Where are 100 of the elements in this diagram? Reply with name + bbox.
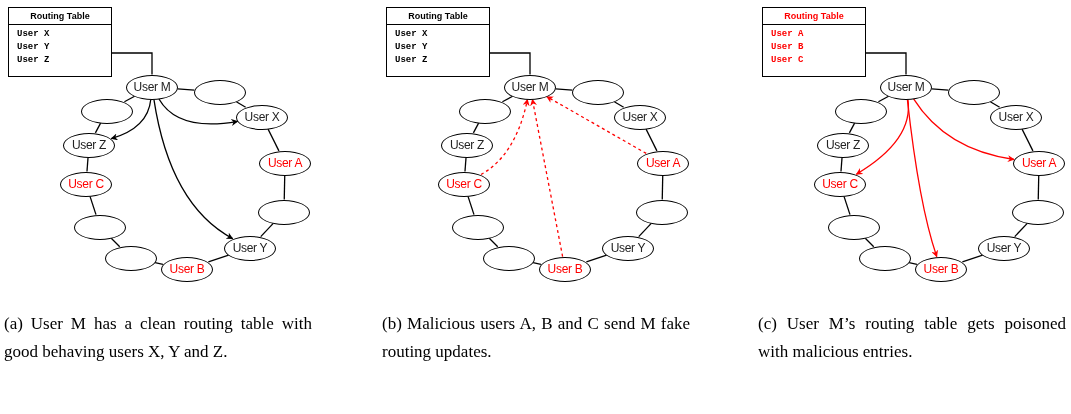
connector-line <box>645 128 658 152</box>
connector-line <box>472 122 480 134</box>
connector-line <box>1014 222 1028 238</box>
table-entry: User A <box>770 28 805 41</box>
figure-caption: (a) User M has a clean routing table with good behaving users X, Y and Z. <box>4 313 312 363</box>
user-node <box>835 98 887 124</box>
table-entry: User Y <box>394 41 429 54</box>
connector-line <box>267 128 280 152</box>
arrow <box>158 98 239 126</box>
user-node <box>74 214 126 240</box>
node-label: User C <box>822 177 858 191</box>
node-label: User B <box>547 262 583 276</box>
connector-line <box>613 101 625 108</box>
node-label: User Y <box>986 241 1022 255</box>
node-label: User Y <box>232 241 268 255</box>
node-label: User C <box>446 177 482 191</box>
user-node <box>636 199 688 225</box>
user-node <box>602 235 654 261</box>
connector-line <box>1037 174 1040 201</box>
arrow <box>906 98 939 258</box>
table-entry: User Z <box>16 54 51 67</box>
user-node <box>1012 199 1064 225</box>
user-node <box>258 199 310 225</box>
user-node <box>161 256 213 282</box>
node-label: User A <box>1021 156 1057 170</box>
node-label: User B <box>923 262 959 276</box>
table-heading: Routing Table <box>763 8 865 25</box>
node-label: User X <box>244 110 280 124</box>
figure-caption: (c) User M’s routing table gets poisoned with malicious entries. <box>758 313 1066 363</box>
routing-table <box>8 7 112 77</box>
user-node <box>441 132 493 158</box>
table-heading: Routing Table <box>387 8 489 25</box>
table-entry: User X <box>394 28 429 41</box>
figure-caption: (b) Malicious users A, B and C send M fake routing updates. <box>382 313 690 363</box>
user-node <box>948 79 1000 105</box>
node-label: User M <box>511 80 549 94</box>
connector-line <box>661 174 664 201</box>
user-node <box>63 132 115 158</box>
user-node <box>828 214 880 240</box>
node-label: User X <box>998 110 1034 124</box>
connector-line <box>989 101 1001 108</box>
table-entry: User C <box>770 54 805 67</box>
table-entry: User X <box>16 28 51 41</box>
node-label: User M <box>133 80 171 94</box>
connector-line <box>154 262 164 265</box>
connector-line <box>1021 128 1034 152</box>
connector-line <box>260 222 274 238</box>
user-node <box>504 74 556 100</box>
user-node <box>126 74 178 100</box>
user-node <box>452 214 504 240</box>
connector-line <box>489 52 531 76</box>
arrow <box>110 98 152 140</box>
user-node <box>60 171 112 197</box>
user-node <box>572 79 624 105</box>
node-label: User Y <box>610 241 646 255</box>
routing-table <box>762 7 866 77</box>
user-node <box>859 245 911 271</box>
node-label: User Z <box>449 138 485 152</box>
connector-line <box>464 156 467 173</box>
connector-line <box>638 222 652 238</box>
connector-line <box>555 88 573 91</box>
connector-line <box>89 195 97 216</box>
connector-line <box>908 262 918 265</box>
user-node <box>880 74 932 100</box>
user-node <box>259 150 311 176</box>
user-node <box>539 256 591 282</box>
user-node <box>614 104 666 130</box>
user-node <box>817 132 869 158</box>
node-label: User Z <box>825 138 861 152</box>
arrow <box>480 98 530 176</box>
arrow <box>153 98 234 240</box>
connector-line <box>931 88 949 91</box>
user-node <box>483 245 535 271</box>
node-label: User M <box>887 80 925 94</box>
user-node <box>236 104 288 130</box>
user-node <box>224 235 276 261</box>
user-node <box>81 98 133 124</box>
node-label: User A <box>645 156 681 170</box>
node-label: User Z <box>71 138 107 152</box>
connector-line <box>177 88 195 91</box>
user-node <box>990 104 1042 130</box>
connector-line <box>111 52 153 76</box>
arrow <box>546 95 647 155</box>
node-label: User C <box>68 177 104 191</box>
routing-table <box>386 7 490 77</box>
user-node <box>194 79 246 105</box>
node-label: User X <box>622 110 658 124</box>
connector-line <box>467 195 475 216</box>
connector-line <box>532 262 542 265</box>
user-node <box>637 150 689 176</box>
user-node <box>915 256 967 282</box>
table-entry: User Z <box>394 54 429 67</box>
connector-line <box>848 122 856 134</box>
user-node <box>978 235 1030 261</box>
connector-line <box>843 195 851 216</box>
user-node <box>459 98 511 124</box>
connector-line <box>94 122 102 134</box>
connector-line <box>86 156 89 173</box>
table-entry: User B <box>770 41 805 54</box>
table-entry: User Y <box>16 41 51 54</box>
